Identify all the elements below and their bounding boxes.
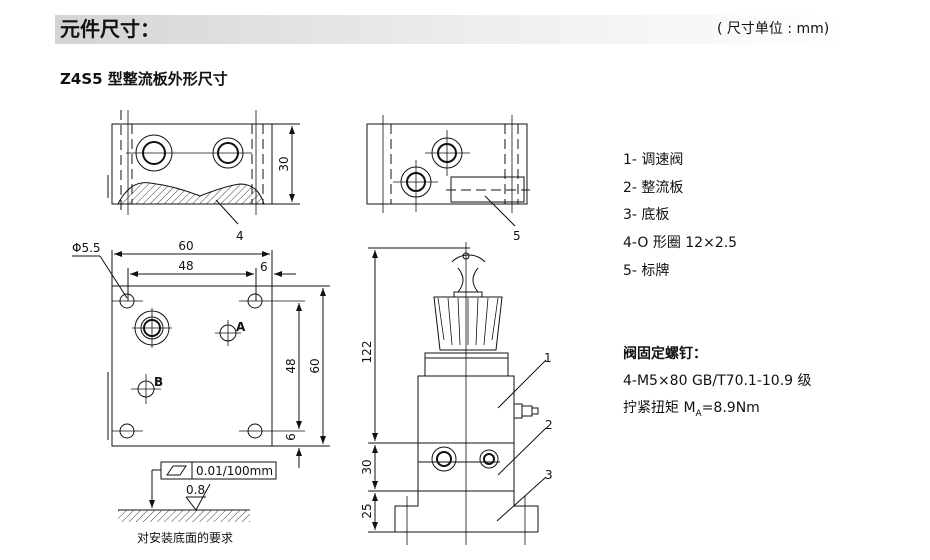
dim-v48: 48 — [284, 358, 298, 373]
assembly-front-view: 122 30 25 1 2 3 — [360, 242, 553, 545]
dim-122: 122 — [360, 341, 374, 364]
torque: 拧紧扭矩 MA=8.9Nm — [623, 398, 760, 424]
dim-6: 6 — [260, 260, 268, 274]
plate-top-view: 60 48 6 Φ5.5 A B 48 60 6 — [72, 239, 330, 468]
flatness-tolerance: 0.01/100mm — [196, 464, 273, 478]
legend-item: 4-O 形圈 12×2.5 — [623, 235, 738, 251]
legend-item: 3- 底板 — [623, 207, 670, 223]
port-a-label: A — [236, 320, 246, 334]
torque-value: =8.9Nm — [701, 400, 760, 416]
bolts-title: 阀固定螺钉： — [623, 346, 707, 362]
port-b-label: B — [154, 375, 163, 389]
dim-60: 60 — [178, 239, 193, 253]
unit-note: ( 尺寸单位 : mm) — [717, 21, 830, 37]
flatness-caption: 对安装底面的要求 — [137, 530, 233, 545]
callout-4: 4 — [236, 229, 244, 243]
dim-v6: 6 — [284, 433, 298, 441]
flatness-symbol-icon — [166, 465, 187, 476]
callout-5: 5 — [513, 229, 521, 243]
roughness-value: 0.8 — [186, 483, 205, 497]
plate-side-view: 30 4 — [107, 110, 300, 243]
dim-48: 48 — [178, 259, 193, 273]
torque-subscript: A — [695, 408, 702, 419]
dim-v60: 60 — [308, 358, 322, 373]
hole-diameter: Φ5.5 — [72, 241, 101, 255]
dim-30: 30 — [277, 156, 291, 171]
callout-3: 3 — [545, 468, 553, 482]
header-bar — [55, 15, 845, 44]
bolts-spec: 4-M5×80 GB/T70.1-10.9 级 — [623, 373, 812, 389]
assembly-top-view: 5 — [366, 115, 530, 243]
legend-item: 1- 调速阀 — [623, 152, 684, 168]
drawing-subtitle: Z4S5 型整流板外形尺寸 — [60, 70, 228, 88]
legend-item: 2- 整流板 — [623, 180, 684, 196]
callout-1: 1 — [544, 351, 552, 365]
torque-prefix: 拧紧扭矩 M — [623, 400, 696, 416]
dim-30-front: 30 — [360, 459, 374, 474]
flatness-requirement: 0.01/100mm 0.8 对安装底面的要求 — [118, 461, 277, 545]
section-title: 元件尺寸： — [60, 17, 160, 41]
legend-item: 5- 标牌 — [623, 263, 670, 279]
callout-2: 2 — [545, 418, 553, 432]
dim-25: 25 — [360, 503, 374, 518]
